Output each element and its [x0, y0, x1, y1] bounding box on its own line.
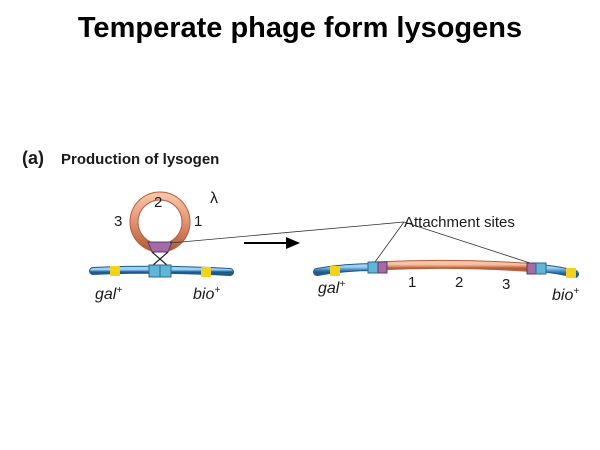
phage-site-2: 2	[154, 194, 162, 211]
callout-leader-mid	[375, 222, 404, 262]
right-bio-sup: +	[573, 286, 579, 297]
prophage-site-1: 1	[408, 274, 416, 291]
prophage-site-2: 2	[455, 274, 463, 291]
right-bio-marker	[566, 268, 576, 278]
panel-letter: (a)	[22, 148, 44, 168]
phage-site-1: 1	[194, 213, 202, 230]
prophage-site-3: 3	[502, 276, 510, 293]
transition-arrow-icon	[286, 237, 300, 249]
right-att-right-phage	[527, 263, 536, 274]
panel-heading: Production of lysogen	[61, 151, 219, 168]
attachment-sites-label: Attachment sites	[404, 214, 515, 231]
left-bio-label: bio+	[193, 285, 220, 303]
left-gal-marker	[110, 266, 120, 276]
right-att-left-bacterial	[368, 262, 378, 273]
right-att-left-phage	[378, 262, 387, 273]
phage-att-site	[148, 242, 172, 252]
right-bio-label: bio+	[552, 286, 579, 304]
left-bio-sup: +	[214, 285, 220, 296]
left-gal-label: gal+	[95, 285, 122, 303]
right-gal-sup: +	[339, 279, 345, 290]
right-att-right-bacterial	[536, 263, 546, 274]
right-bio-text: bio	[552, 287, 573, 304]
phage-site-3: 3	[114, 213, 122, 230]
left-gal-sup: +	[116, 285, 122, 296]
right-gal-marker	[330, 266, 340, 276]
left-gal-text: gal	[95, 286, 117, 303]
prophage-segment	[375, 264, 540, 268]
left-bio-marker	[201, 267, 211, 277]
right-gal-label: gal+	[318, 279, 345, 297]
right-gal-text: gal	[318, 280, 340, 297]
lambda-symbol: λ	[210, 190, 218, 207]
left-bio-text: bio	[193, 286, 214, 303]
